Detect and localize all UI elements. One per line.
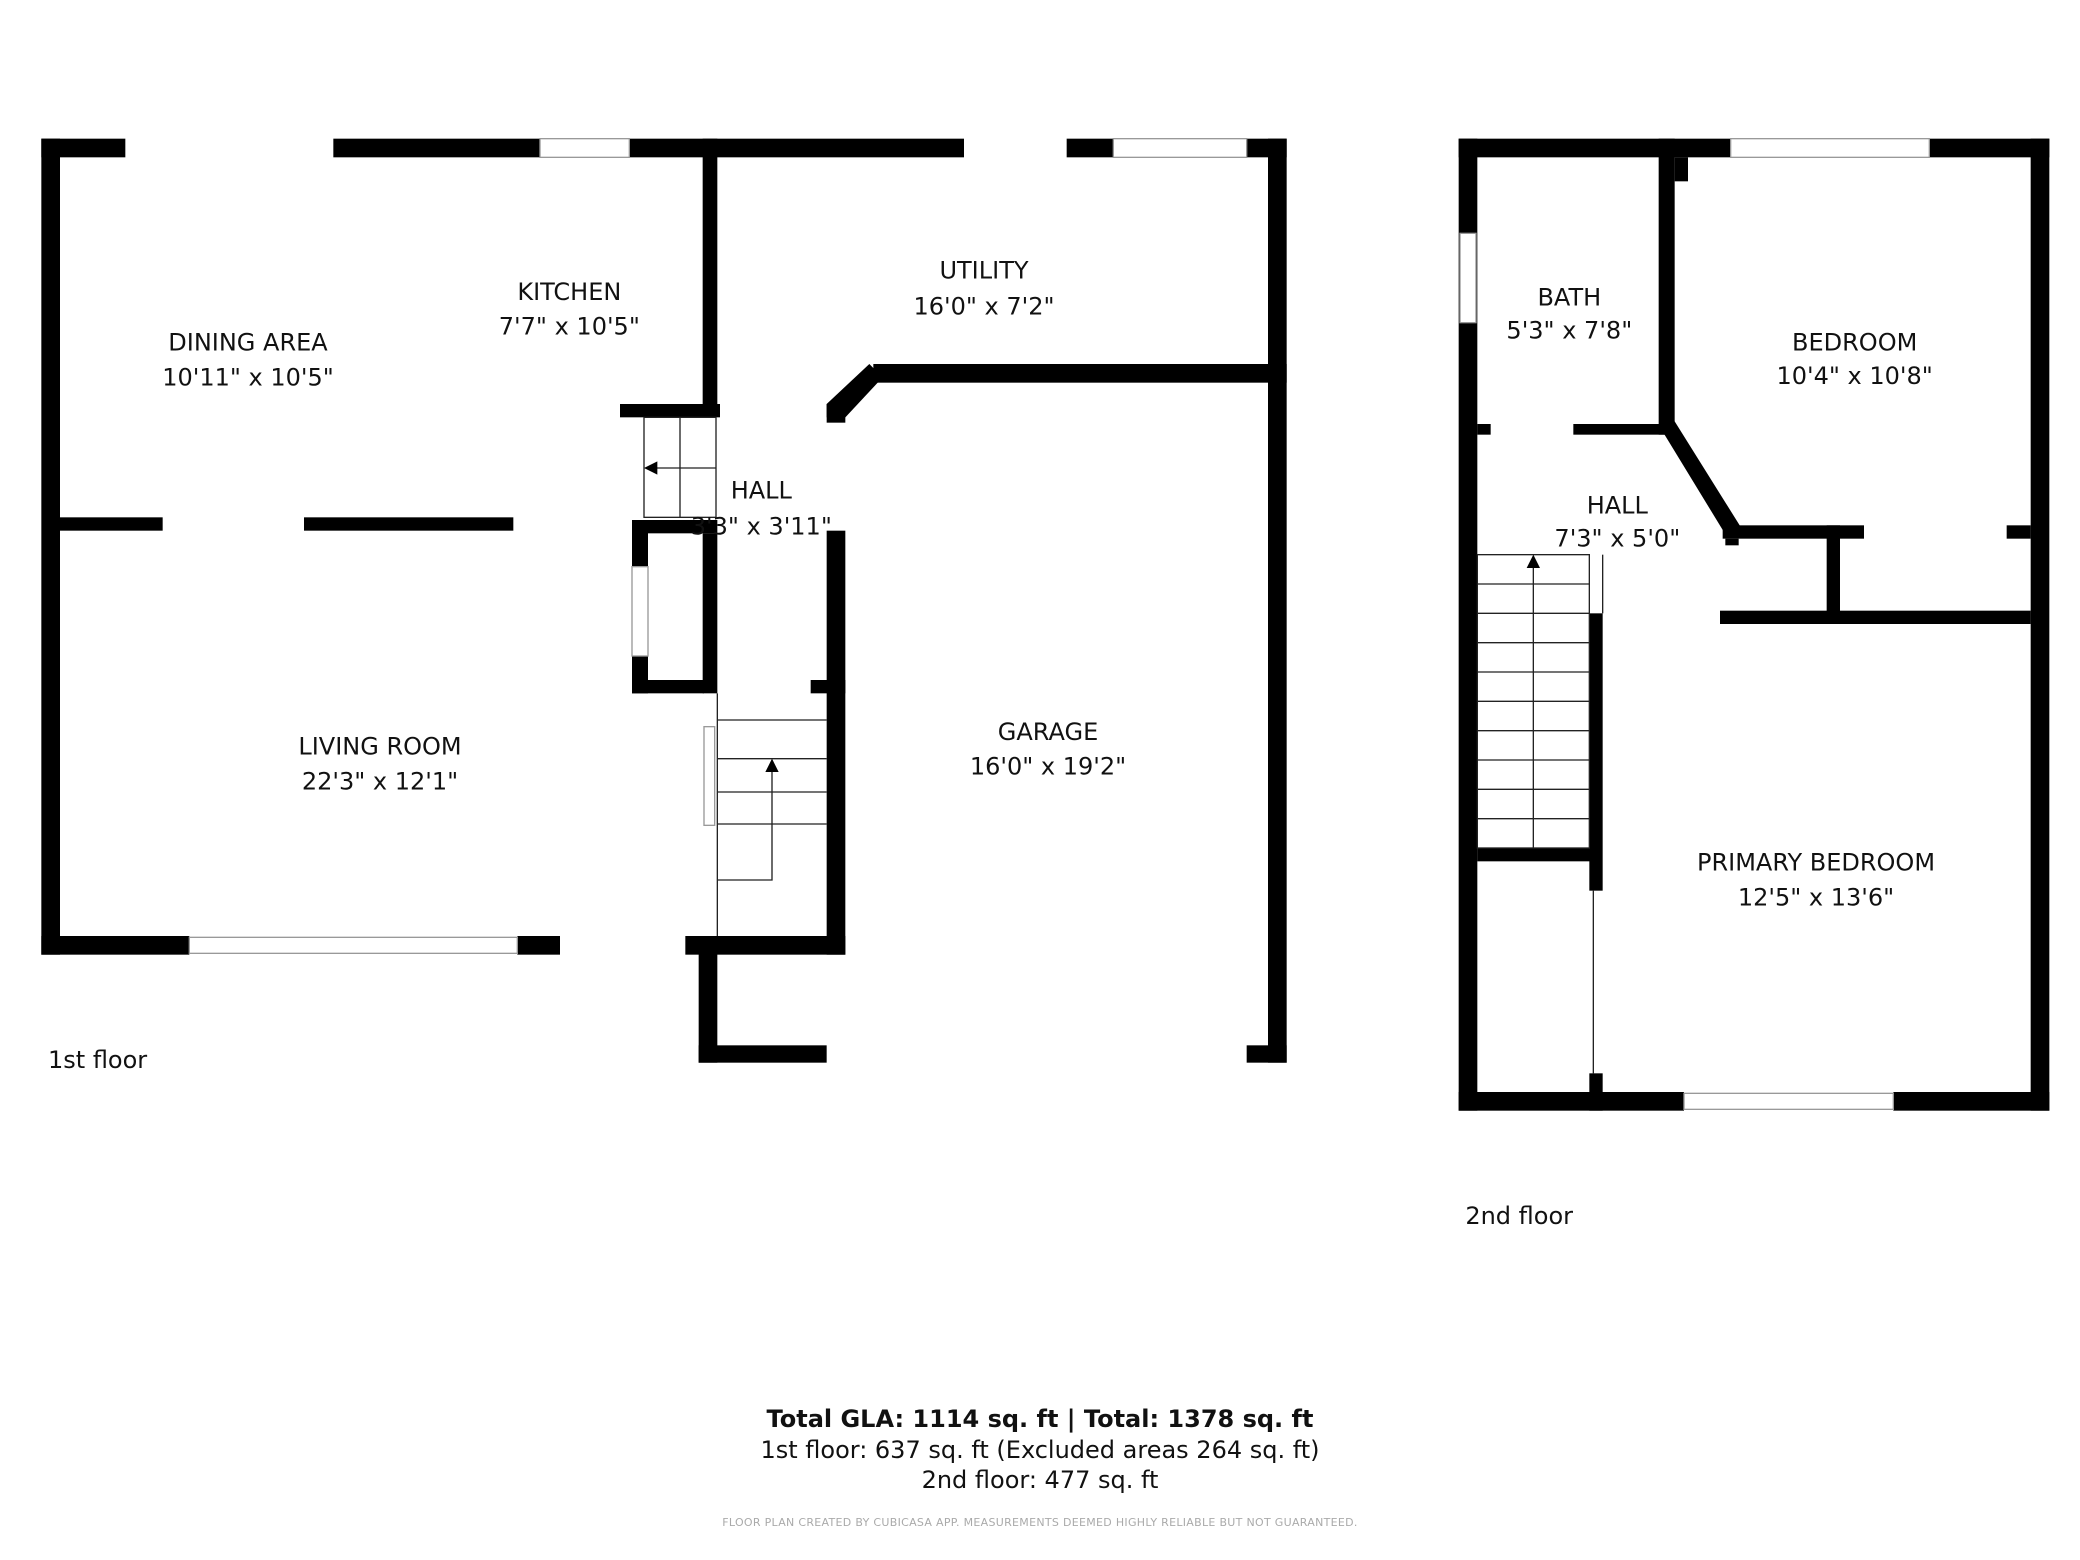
room-size: 12'5" x 13'6" [1738,883,1894,911]
room-size: 22'3" x 12'1" [302,767,458,795]
first-floor-walls [41,138,1287,1063]
floor-label: 1st floor [48,1046,147,1074]
room-name: PRIMARY BEDROOM [1697,849,1935,877]
total-area: Total GLA: 1114 sq. ft | Total: 1378 sq.… [766,1405,1314,1433]
second-floor-windows [1459,138,1930,1110]
first-floor-windows [188,138,1248,954]
room-name: HALL [731,477,793,505]
room-name: KITCHEN [517,278,621,306]
room-size: 10'4" x 10'8" [1776,362,1932,390]
room-name: BEDROOM [1792,329,1917,357]
second-floor-walls [1458,138,2050,1111]
room-size: 7'7" x 10'5" [499,313,640,341]
room-name: DINING AREA [168,329,328,357]
stair-arrow-icon [1526,554,1540,568]
room-size: 7'3" x 5'0" [1554,525,1680,553]
second-floor-area: 2nd floor: 477 sq. ft [921,1466,1159,1494]
second-floor-labels: BATH 5'3" x 7'8" BEDROOM 10'4" x 10'8" H… [1465,283,1935,1230]
second-floor-stairs [1476,554,1604,1074]
room-name: HALL [1587,491,1649,519]
room-size: 5'3" x 7'8" [1506,317,1632,345]
first-floor-labels: DINING AREA 10'11" x 10'5" KITCHEN 7'7" … [48,257,1126,1074]
first-floor-stairs [643,416,827,936]
room-size: 16'0" x 19'2" [970,753,1126,781]
room-name: GARAGE [998,718,1098,746]
room-size: 10'11" x 10'5" [162,363,334,391]
room-name: BATH [1537,283,1601,311]
disclaimer: FLOOR PLAN CREATED BY CUBICASA APP. MEAS… [722,1516,1358,1529]
room-name: LIVING ROOM [298,733,461,761]
floor-label: 2nd floor [1465,1202,1573,1230]
first-floor-arrows [644,461,779,772]
room-size: 3'3" x 3'11" [691,513,832,541]
first-floor-area: 1st floor: 637 sq. ft (Excluded areas 26… [760,1436,1320,1464]
room-size: 16'0" x 7'2" [913,293,1054,321]
room-name: UTILITY [939,257,1028,285]
